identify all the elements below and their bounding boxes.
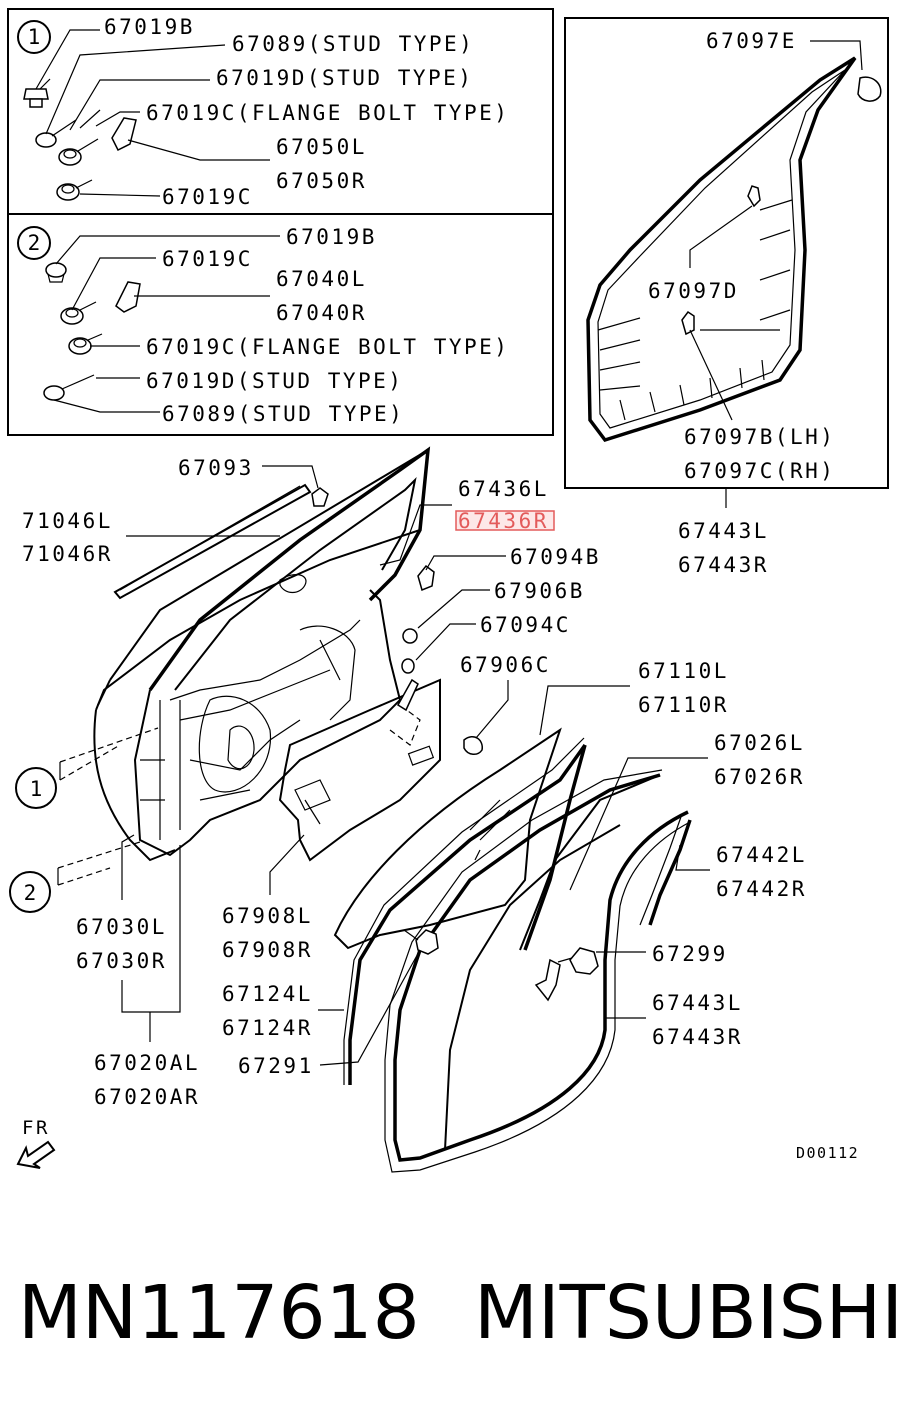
box1-label-2: 67019D(STUD TYPE) — [216, 66, 473, 90]
label-67908L: 67908L — [222, 904, 313, 928]
label-67020AR: 67020AR — [94, 1085, 200, 1109]
label-67443L-bottom: 67443L — [652, 991, 743, 1015]
label-67436L: 67436L — [458, 477, 549, 501]
box1-label-3: 67019C(FLANGE BOLT TYPE) — [146, 101, 509, 125]
callout-2-circle — [9, 871, 51, 913]
box2-marker-circle — [17, 226, 51, 260]
box2-label-1: 67019C — [162, 247, 253, 271]
box1-label-5: 67050R — [276, 169, 367, 193]
box3-label-1: 67097D — [648, 279, 739, 303]
label-67443R-bottom: 67443R — [652, 1025, 743, 1049]
highlight-box — [455, 510, 555, 531]
label-67094B: 67094B — [510, 545, 601, 569]
label-67030R: 67030R — [76, 949, 167, 973]
label-71046L: 71046L — [22, 509, 113, 533]
door-weatherstrip-drawing — [384, 769, 692, 1173]
box2-marker: 2 — [28, 231, 41, 255]
footer-part-number: MN117618 — [18, 1270, 420, 1356]
box2-label-6: 67089(STUD TYPE) — [162, 402, 404, 426]
label-67442L: 67442L — [716, 843, 807, 867]
label-67124L: 67124L — [222, 982, 313, 1006]
label-67110R: 67110R — [638, 693, 729, 717]
label-67906B: 67906B — [494, 579, 585, 603]
box2-label-3: 67040R — [276, 301, 367, 325]
label-67020AL: 67020AL — [94, 1051, 200, 1075]
door-assembly-drawing — [93, 446, 483, 862]
label-71046R: 71046R — [22, 542, 113, 566]
box2-fasteners — [43, 262, 141, 401]
footer-brand: MITSUBISHI — [474, 1270, 903, 1356]
label-67093: 67093 — [178, 456, 254, 480]
label-67442R: 67442R — [716, 877, 807, 901]
label-67299: 67299 — [652, 942, 728, 966]
label-67094C: 67094C — [480, 613, 571, 637]
box3-label-2: 67097B(LH) — [684, 425, 835, 449]
weatherstrip-drawing — [586, 56, 882, 443]
detail-box-3 — [564, 17, 889, 489]
box2-label-0: 67019B — [286, 225, 377, 249]
box1-fasteners — [23, 78, 137, 201]
box2-label-5: 67019D(STUD TYPE) — [146, 369, 403, 393]
label-67026L: 67026L — [714, 731, 805, 755]
box2-label-4: 67019C(FLANGE BOLT TYPE) — [146, 335, 509, 359]
glass-run-channel-drawing — [343, 737, 587, 1085]
box3-label-3: 67097C(RH) — [684, 459, 835, 483]
label-67443L-top: 67443L — [678, 519, 769, 543]
box3-label-0: 67097E — [706, 29, 797, 53]
label-67436R[interactable]: 67436R — [458, 509, 549, 533]
callout-1-circle — [15, 767, 57, 809]
box1-label-6: 67019C — [162, 185, 253, 209]
callout-2: 2 — [24, 881, 37, 905]
drawing-code: D00112 — [796, 1144, 859, 1162]
label-67906C: 67906C — [460, 653, 551, 677]
label-67908R: 67908R — [222, 938, 313, 962]
front-arrow-icon — [16, 1140, 56, 1169]
box1-label-0: 67019B — [104, 15, 195, 39]
label-67030L: 67030L — [76, 915, 167, 939]
detail-box-2 — [7, 213, 554, 436]
front-indicator: FR — [22, 1117, 50, 1139]
box1-label-4: 67050L — [276, 135, 367, 159]
box1-marker: 1 — [28, 25, 41, 49]
label-67110L: 67110L — [638, 659, 729, 683]
label-67026R: 67026R — [714, 765, 805, 789]
box2-label-2: 67040L — [276, 267, 367, 291]
box1-label-1: 67089(STUD TYPE) — [232, 32, 474, 56]
label-67124R: 67124R — [222, 1016, 313, 1040]
box1-marker-circle — [17, 20, 51, 54]
label-67291: 67291 — [238, 1054, 314, 1078]
callout-1: 1 — [30, 777, 43, 801]
label-67443R-top: 67443R — [678, 553, 769, 577]
